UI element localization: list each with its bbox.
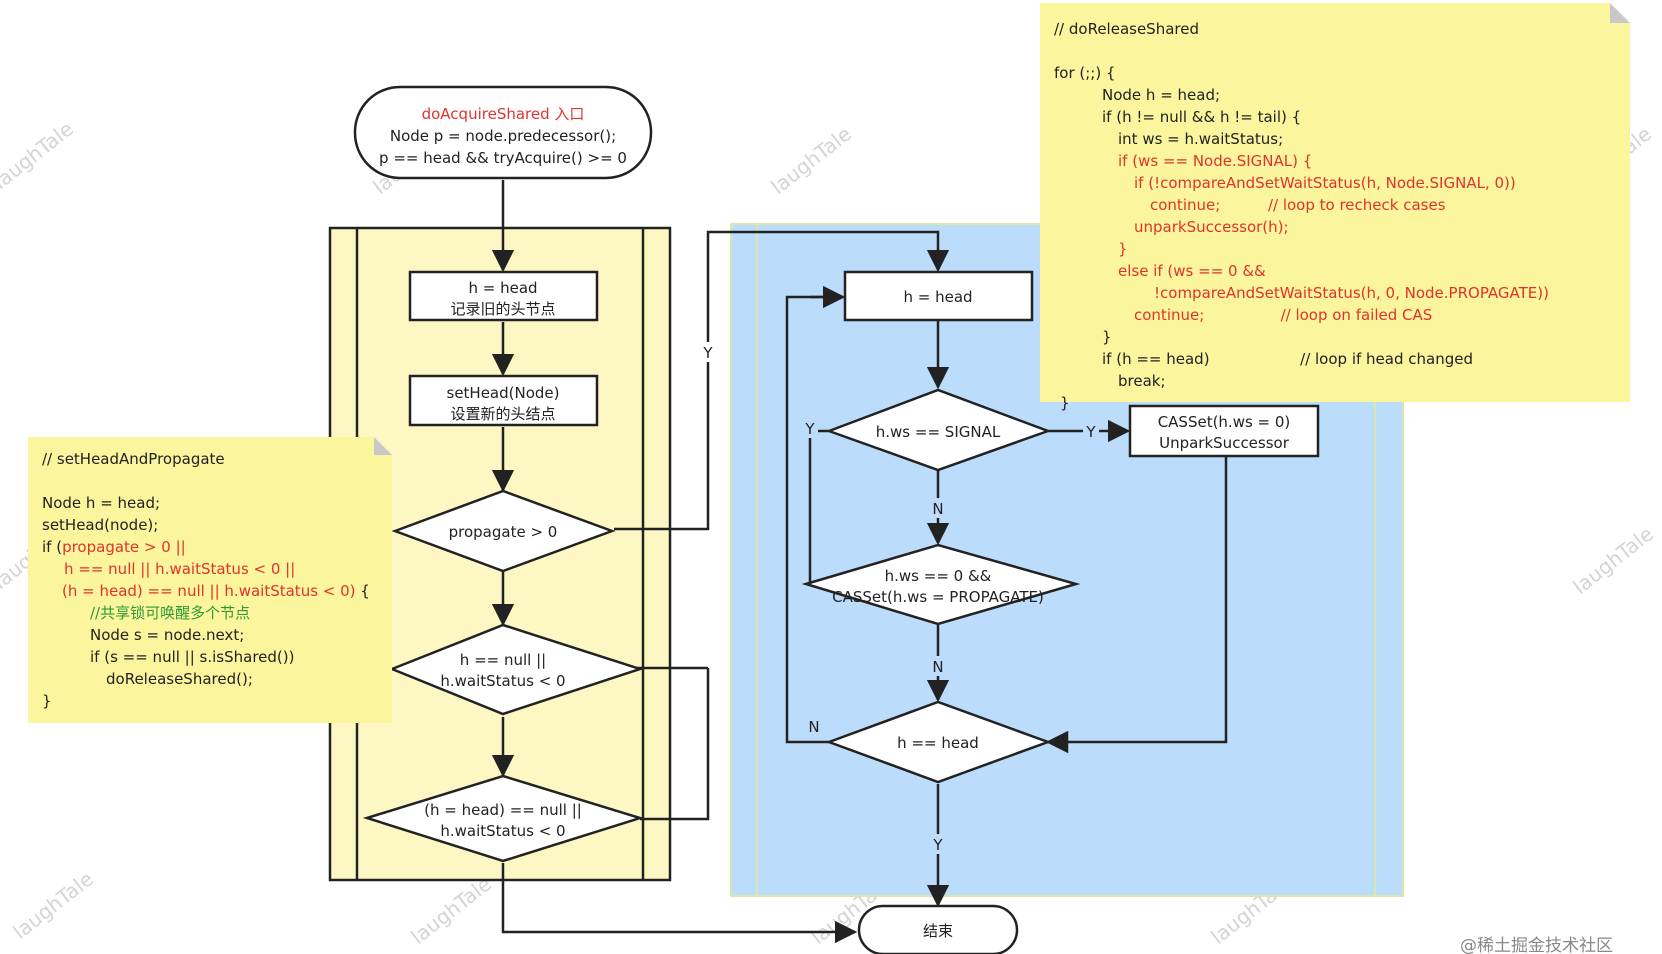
process-cas-unpark-line1: CASSet(h.ws = 0) (1158, 413, 1291, 431)
edge-label-yes: Y (932, 836, 943, 854)
decision-signal-label: h.ws == SIGNAL (876, 423, 1001, 441)
process-set-head-line1: setHead(Node) (447, 384, 560, 402)
code-line: if (propagate > 0 || (42, 538, 186, 556)
code-line: if (!compareAndSetWaitStatus(h, Node.SIG… (1134, 174, 1516, 192)
process-cas-unpark-line2: UnparkSuccessor (1159, 434, 1290, 452)
code-line: unparkSuccessor(h); (1134, 218, 1289, 236)
decision-h-null-line1: h == null || (460, 651, 546, 669)
process-set-head: setHead(Node) 设置新的头结点 (408, 374, 599, 427)
process-record-head: h = head 记录旧的头节点 (408, 270, 599, 322)
code-line: if (h != null && h != tail) { (1102, 108, 1301, 126)
code-line: h == null || h.waitStatus < 0 || (64, 560, 295, 578)
decision-new-head-null-line2: h.waitStatus < 0 (440, 822, 565, 840)
edge-label-no: N (932, 500, 943, 518)
decision-head-unchanged: h == head (825, 700, 1052, 784)
watermark: laughTale (0, 117, 78, 194)
code-line: continue; // loop on failed CAS (1134, 306, 1432, 324)
process-cas-unpark: CASSet(h.ws = 0) UnparkSuccessor (1128, 404, 1320, 458)
decision-h-null-line2: h.waitStatus < 0 (440, 672, 565, 690)
site-credit: @稀土掘金技术社区 (1460, 936, 1613, 954)
edge-label-yes: Y (702, 344, 713, 362)
edge-label-no: N (808, 718, 819, 736)
code-line: if (h == head) // loop if head changed (1102, 350, 1473, 368)
code-line: if (ws == Node.SIGNAL) { (1118, 152, 1312, 170)
code-line: Node h = head; (1102, 86, 1220, 104)
decision-ws-zero: h.ws == 0 && CASSet(h.ws = PROPAGATE) (801, 543, 1081, 626)
code-line: } (42, 692, 52, 710)
code-line: !compareAndSetWaitStatus(h, 0, Node.PROP… (1154, 284, 1549, 302)
process-h-equals-head-label: h = head (903, 288, 972, 306)
end-node: 结束 (857, 904, 1019, 954)
start-node: doAcquireShared 入口 Node p = node.predece… (353, 85, 653, 180)
code-line: else if (ws == 0 && (1118, 262, 1266, 280)
note-do-release-shared: // doReleaseShared for (;;) { Node h = hea… (1040, 3, 1630, 412)
code-line: } (1118, 240, 1128, 258)
start-node-line2: p == head && tryAcquire() >= 0 (379, 149, 627, 167)
code-line: for (;;) { (1054, 64, 1116, 82)
decision-ws-zero-line1: h.ws == 0 && (885, 567, 992, 585)
watermark: laughTale (1568, 522, 1658, 599)
edge-label-yes: Y (1085, 423, 1096, 441)
edge-label-no: N (932, 658, 943, 676)
watermark: laughTale (406, 872, 496, 949)
start-node-line1: Node p = node.predecessor(); (390, 127, 616, 145)
decision-ws-zero-line2: CASSet(h.ws = PROPAGATE) (832, 588, 1044, 606)
decision-propagate-label: propagate > 0 (449, 523, 558, 541)
watermark: laughTale (8, 867, 98, 944)
note-right-code: // doReleaseShared for (;;) { Node h = hea… (1054, 20, 1549, 412)
code-line: break; (1118, 372, 1166, 390)
code-line: //共享锁可唤醒多个节点 (90, 604, 250, 622)
code-line: // doReleaseShared (1054, 20, 1199, 38)
code-line: Node h = head; (42, 494, 160, 512)
watermark: laughTale (766, 122, 856, 199)
code-line: } (1060, 394, 1070, 412)
code-line: setHead(node); (42, 516, 158, 534)
code-line: int ws = h.waitStatus; (1118, 130, 1283, 148)
decision-new-head-null-line1: (h = head) == null || (424, 801, 582, 819)
edge-label-yes: Y (804, 420, 815, 438)
end-node-label: 结束 (923, 922, 953, 940)
process-record-head-line2: 记录旧的头节点 (450, 300, 555, 318)
code-line: continue; // loop to recheck cases (1150, 196, 1446, 214)
process-h-equals-head: h = head (843, 270, 1034, 322)
decision-head-unchanged-label: h == head (897, 734, 979, 752)
decision-propagate: propagate > 0 (391, 489, 616, 573)
decision-h-null: h == null || h.waitStatus < 0 (388, 623, 645, 716)
code-line: (h = head) == null || h.waitStatus < 0) … (62, 582, 370, 600)
process-set-head-line2: 设置新的头结点 (450, 405, 555, 423)
edge-labels: Y Y Y N N N Y (700, 342, 1099, 854)
code-line: doReleaseShared(); (106, 670, 253, 688)
code-line: Node s = node.next; (90, 626, 244, 644)
code-line: } (1102, 328, 1112, 346)
code-line: if (s == null || s.isShared()) (90, 648, 294, 666)
start-node-title: doAcquireShared 入口 (422, 105, 585, 123)
process-record-head-line1: h = head (468, 279, 537, 297)
decision-signal: h.ws == SIGNAL (825, 388, 1052, 472)
decision-new-head-null: (h = head) == null || h.waitStatus < 0 (362, 774, 645, 863)
code-line: // setHeadAndPropagate (42, 450, 225, 468)
